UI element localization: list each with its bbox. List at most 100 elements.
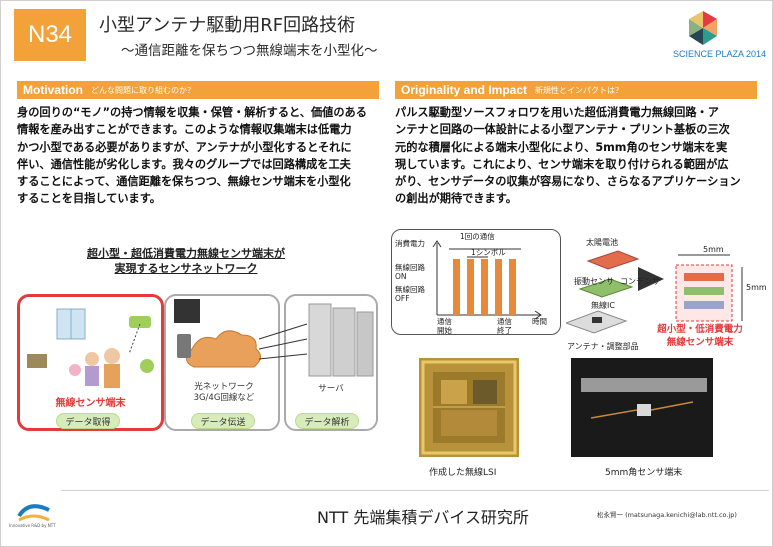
poster-title: 小型アンテナ駆動用RF回路技術 — [99, 15, 356, 36]
circuit-off-label: 無線回路 OFF — [395, 285, 425, 303]
originality-line: の創出が期待できます。 — [395, 192, 517, 206]
motivation-heading-bar: Motivation どんな問題に取り組むのか？ — [17, 81, 379, 99]
originality-heading-bar: Originality and Impact 新規性とインパクトは？ — [395, 81, 757, 99]
originality-heading: Originality and Impact — [401, 83, 528, 97]
wireless-lsi-photo — [419, 358, 519, 457]
comm-end-label: 通信 終了 — [497, 317, 512, 335]
motivation-heading-jp: どんな問題に取り組むのか？ — [91, 85, 195, 95]
contact-info: 松永賢一 (matsunaga.kenichi@lab.ntt.co.jp) — [597, 511, 737, 519]
data-acquire-tag: データ取得 — [56, 413, 120, 429]
wireless-ic-icon — [592, 317, 602, 323]
plant-icon — [140, 359, 154, 373]
network-diagram-title: 超小型・超低消費電力無線センサ端末が 実現するセンサネットワーク — [71, 246, 301, 276]
comm-end-line1: 通信 — [497, 317, 512, 326]
power-pulse — [495, 259, 502, 315]
power-pulse — [509, 259, 516, 315]
result-line2: 無線センサ端末 — [666, 337, 734, 348]
network-title-line1: 超小型・超低消費電力無線センサ端末が — [87, 247, 285, 260]
footer-divider — [61, 490, 769, 491]
solar-cell-label: 太陽電池 — [586, 238, 618, 247]
antenna-parts-label: アンテナ・調整部品 — [567, 342, 639, 351]
time-axis-label: 時間 — [532, 317, 547, 326]
width-dimension-label: 5mm — [703, 245, 724, 254]
network-label-line2: 3G/4G回線など — [193, 393, 255, 403]
server-panel — [284, 294, 378, 431]
circuit-on-label: 無線回路 ON — [395, 263, 425, 281]
originality-heading-jp: 新規性とインパクトは？ — [535, 85, 624, 95]
person-icon — [85, 352, 99, 366]
circuit-off-line2: OFF — [395, 294, 410, 303]
network-title-line2: 実現するセンサネットワーク — [114, 262, 258, 275]
originality-line: パルス駆動型ソースフォロワを用いた超低消費電力無線回路・ア — [395, 106, 719, 119]
network-illustration — [27, 299, 374, 388]
motivation-line: することを目指しています。 — [17, 192, 161, 206]
comm-start-line1: 通信 — [437, 317, 452, 326]
data-transfer-tag: データ伝送 — [191, 413, 255, 429]
motivation-line: 伴い、通信性能が劣化します。我々のグループでは回路構成を工夫 — [17, 157, 351, 171]
power-graph-box — [391, 229, 561, 335]
motivation-line: することによって、通信距離を保ちつつ、無線センサ端末を小型化 — [17, 175, 351, 189]
capacitor-label: コンデンサ — [620, 277, 660, 286]
originality-line: 元的な積層化による端末小型化により、5mm角のセンサ端末を実 — [395, 140, 728, 154]
sensor-terminal-label: 無線センサ端末 — [55, 398, 126, 409]
one-symbol-label: 1シンボル — [471, 248, 506, 257]
cloud-network-icon — [186, 330, 261, 368]
network-panel — [164, 294, 280, 431]
solar-cell-icon — [586, 250, 640, 270]
server-icon — [332, 307, 356, 377]
motivation-heading: Motivation — [23, 83, 83, 97]
sensor-photo-caption: 5mm角センサ端末 — [605, 468, 683, 478]
motivation-line: 身の回りの“モノ”の持つ情報を収集・保管・解析すると、価値のある — [17, 106, 367, 119]
poster-number-badge: N34 — [14, 9, 86, 61]
circuit-on-line1: 無線回路 — [395, 263, 425, 272]
power-pulse-graph — [432, 240, 542, 320]
circuit-off-line1: 無線回路 — [395, 285, 425, 294]
child-icon — [69, 364, 81, 376]
network-label-line1: 光ネットワーク — [194, 382, 254, 392]
power-pulse — [481, 259, 488, 315]
table-icon — [27, 354, 47, 368]
server-label: サーバ — [318, 384, 344, 394]
power-pulse — [467, 259, 474, 315]
ntt-logo-tagline: Innovative R&D by NTT — [9, 523, 56, 528]
result-line1: 超小型・低消費電力 — [657, 324, 743, 335]
arrow-icon — [638, 267, 664, 291]
sensor-terminal-panel — [17, 294, 164, 431]
router-icon — [174, 299, 200, 323]
comm-start-line2: 開始 — [437, 326, 452, 335]
science-plaza-logo-icon — [689, 11, 717, 45]
power-pulse — [453, 259, 460, 315]
science-plaza-logo-text: SCIENCE PLAZA 2014 — [673, 49, 767, 59]
network-label: 光ネットワーク 3G/4G回線など — [169, 382, 279, 404]
motivation-line: 情報を産み出すことができます。このような情報収集端末は低電力 — [17, 123, 352, 137]
wireless-ic-label: 無線IC — [591, 301, 615, 310]
originality-line: ンテナと回路の一体設計による小型アンテナ・プリント基板の三次 — [395, 123, 730, 137]
originality-text: パルス駆動型ソースフォロワを用いた超低消費電力無線回路・ア ンテナと回路の一体設… — [395, 104, 763, 208]
ntt-logo-icon — [17, 504, 50, 522]
comm-end-line2: 終了 — [497, 326, 512, 335]
power-axis-label: 消費電力 — [395, 239, 425, 248]
height-dimension-label: 5mm — [746, 283, 767, 292]
data-analysis-tag: データ解析 — [295, 413, 359, 429]
lsi-caption: 作成した無線LSI — [429, 468, 497, 478]
organization-name: NTT 先端集積デバイス研究所 — [317, 508, 529, 527]
motivation-text: 身の回りの“モノ”の持つ情報を収集・保管・解析すると、価値のある 情報を産み出す… — [17, 104, 383, 208]
sensor-board-icon — [578, 278, 634, 298]
person-icon — [104, 348, 120, 364]
sensor-device-icon — [129, 316, 151, 328]
stacked-sensor-illustration — [566, 250, 743, 334]
vibration-sensor-label: 振動センサ — [574, 277, 614, 286]
circuit-on-line2: ON — [395, 272, 407, 281]
smartphone-icon — [177, 334, 191, 358]
poster-subtitle: ～通信距離を保ちつつ無線端末を小型化～ — [121, 43, 378, 59]
result-terminal-label: 超小型・低消費電力 無線センサ端末 — [641, 323, 759, 349]
motivation-line: かつ小型である必要がありますが、アンテナが小型化するとそれに — [17, 140, 352, 154]
originality-line: がり、センサデータの収集が容易になり、さらなるアプリケーション — [395, 175, 741, 189]
server-icon — [308, 303, 332, 377]
originality-line: 現しています。これにより、センサ端末を取り付けられる範囲が広 — [395, 157, 729, 171]
server-icon — [356, 311, 374, 377]
sensor-terminal-photo — [571, 358, 713, 457]
one-comm-label: 1回の通信 — [460, 232, 495, 241]
comm-start-label: 通信 開始 — [437, 317, 452, 335]
